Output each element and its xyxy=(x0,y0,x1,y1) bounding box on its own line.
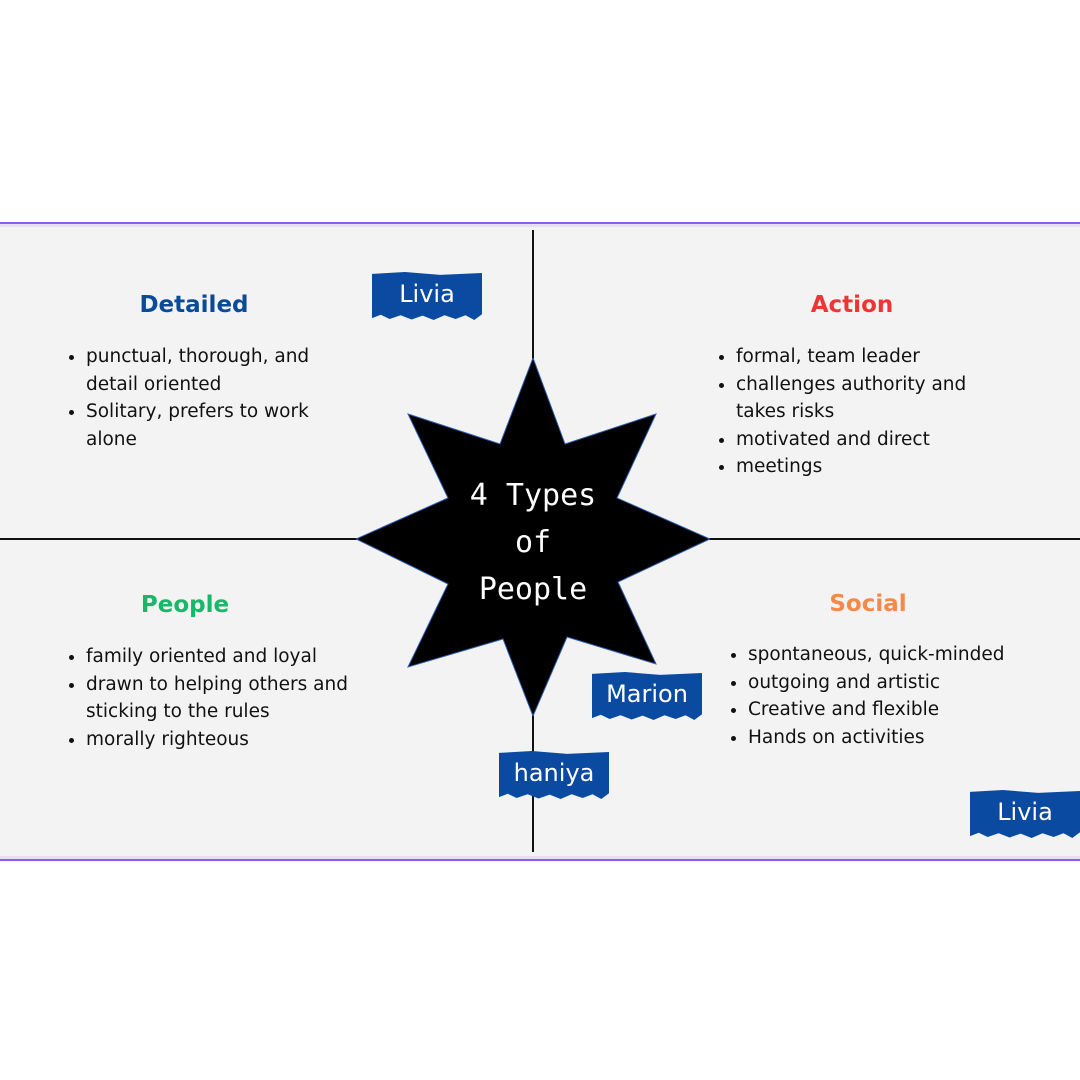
detailed-list: punctual, thorough, and detail oriented … xyxy=(68,343,348,453)
name-tag-livia-bottom: Livia xyxy=(970,790,1080,838)
list-item: spontaneous, quick-minded xyxy=(748,641,1048,669)
center-title-line: 4 Types xyxy=(469,478,597,513)
center-title: 4 Types of People xyxy=(420,472,646,613)
center-title-line: of xyxy=(514,525,552,560)
list-item: motivated and direct xyxy=(736,426,1006,454)
list-item: morally righteous xyxy=(86,726,348,754)
list-item: family oriented and loyal xyxy=(86,643,348,671)
action-heading: Action xyxy=(810,292,894,318)
list-item: outgoing and artistic xyxy=(748,669,1048,697)
social-heading: Social xyxy=(829,591,907,617)
list-item: formal, team leader xyxy=(736,343,1006,371)
list-item: Solitary, prefers to work alone xyxy=(86,398,348,453)
center-title-line: People xyxy=(478,572,588,607)
name-tag-marion: Marion xyxy=(592,672,702,720)
social-list: spontaneous, quick-minded outgoing and a… xyxy=(730,641,1048,751)
people-list: family oriented and loyal drawn to helpi… xyxy=(68,643,348,753)
list-item: Creative and flexible xyxy=(748,696,1048,724)
star-shape xyxy=(356,358,710,716)
detailed-heading: Detailed xyxy=(139,292,249,318)
name-tag-haniya: haniya xyxy=(499,751,609,799)
action-list: formal, team leader challenges authority… xyxy=(718,343,1006,481)
list-item: challenges authority and takes risks xyxy=(736,371,1006,426)
name-tag-livia-top: Livia xyxy=(372,272,482,320)
list-item: meetings xyxy=(736,453,1006,481)
people-heading: People xyxy=(140,592,230,618)
list-item: Hands on activities xyxy=(748,724,1048,752)
list-item: drawn to helping others and sticking to … xyxy=(86,671,348,726)
list-item: punctual, thorough, and detail oriented xyxy=(86,343,348,398)
